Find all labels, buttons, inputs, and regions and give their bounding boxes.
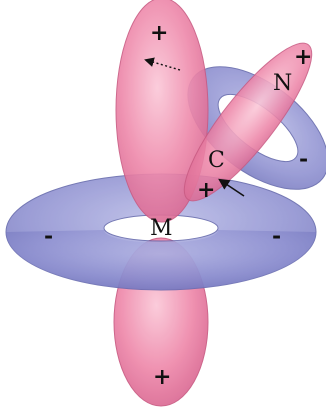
metal-upper-lobe	[115, 0, 209, 223]
dotted-arrow	[144, 57, 181, 71]
solid-arrow	[218, 178, 245, 197]
sign-left-torus: -	[44, 223, 53, 249]
cn-lobe	[183, 42, 313, 202]
sign-n-lobe: +	[294, 44, 312, 70]
sign-bottom-lobe: +	[153, 364, 171, 390]
atom-label-m: M	[150, 216, 173, 241]
atom-label-c: C	[208, 148, 225, 173]
atom-label-n: N	[273, 71, 292, 96]
sign-top-lobe: +	[150, 20, 168, 46]
metal-d-torus-front	[6, 230, 316, 290]
sign-right-torus: -	[272, 223, 281, 249]
sign-c-lobe: +	[197, 177, 215, 203]
sign-small-torus: -	[299, 146, 308, 172]
